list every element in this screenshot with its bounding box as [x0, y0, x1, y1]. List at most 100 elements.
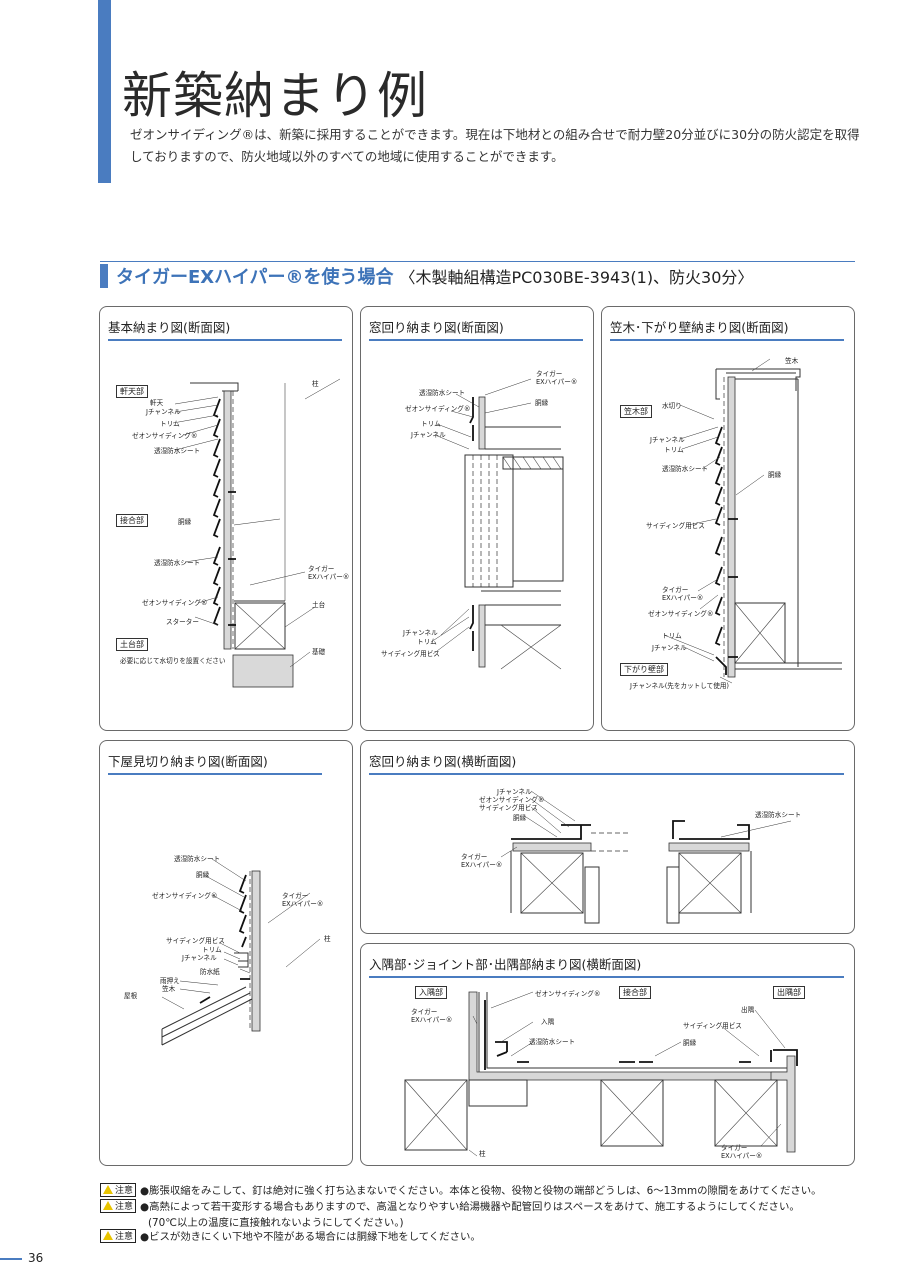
- label-mizukiri: 水切り: [662, 402, 682, 410]
- panel-corner: 入隅部･ジョイント部･出隅部納まり図(横断面図) 入隅部 接合部 出隅部 タイガ…: [360, 943, 855, 1166]
- panel-rule: [369, 339, 583, 341]
- label-zeon: ゼオンサイディング®: [535, 990, 601, 998]
- label-kasagi: 笠木: [785, 357, 799, 365]
- label-nokiten: 軒天: [150, 399, 164, 407]
- label-dodai: 土台: [312, 601, 326, 609]
- label-trim: トリム: [664, 446, 684, 454]
- shitaya-drawing: [161, 858, 321, 1046]
- label-desumi: 出隅: [741, 1006, 755, 1014]
- panel-rule: [369, 773, 844, 775]
- tag-base: 土台部: [116, 638, 148, 651]
- label-trim: トリム: [160, 420, 180, 428]
- caution-badge: 注意: [100, 1228, 137, 1243]
- label-furring: 胴縁: [683, 1039, 697, 1047]
- label-zeon2: ゼオンサイディング®: [142, 599, 208, 607]
- page-number: 36: [28, 1251, 44, 1265]
- label-jchannel-cut: Jチャンネル(先をカットして使用): [630, 682, 730, 690]
- panel-rule: [610, 339, 844, 341]
- note-1: 注意 ●膨張収縮をみこして、釘は絶対に強く打ち込まないでください。本体と役物、役…: [100, 1182, 822, 1197]
- warning-icon: [103, 1185, 113, 1194]
- label-tiger: タイガー EXハイパー®: [308, 565, 350, 581]
- label-roof: 屋根: [124, 992, 138, 1000]
- tag-joint: 接合部: [619, 986, 651, 999]
- caution-badge: 注意: [100, 1198, 137, 1213]
- panel-title: 下屋見切り納まり図(断面図): [108, 754, 268, 769]
- label-trim2: トリム: [417, 638, 437, 646]
- label-furring: 胴縁: [513, 814, 527, 822]
- label-bousui: 防水紙: [200, 968, 220, 976]
- panel-title: 基本納まり図(断面図): [108, 320, 231, 335]
- label-pillar: 柱: [479, 1150, 486, 1158]
- tag-kasagi: 笠木部: [620, 405, 652, 418]
- label-screw: サイディング用ビス: [381, 650, 440, 658]
- corner-drawing: [404, 991, 798, 1157]
- panel-rule: [108, 339, 342, 341]
- page-number-line: [0, 1258, 22, 1260]
- panel-shitaya: 下屋見切り納まり図(断面図) 透湿防水シート 胴縁 ゼオンサイディング® タイガ…: [99, 740, 353, 1166]
- note-2: 注意 ●高熱によって若干変形する場合もありますので、高温となりやすい給湯機器や配…: [100, 1198, 800, 1213]
- accent-bar: [98, 0, 111, 183]
- label-tiger: タイガー EXハイパー®: [662, 586, 704, 602]
- heading-mark: [100, 264, 108, 288]
- panel-window-section: 窓回り納まり図(断面図) タイガー EXハイパー® 透湿防水シート 胴縁 ゼオン…: [360, 306, 594, 731]
- label-trim: トリム: [202, 946, 222, 954]
- warning-icon: [103, 1201, 113, 1210]
- label-trim: トリム: [421, 420, 441, 428]
- label-irisumi: 入隅: [541, 1018, 555, 1026]
- panel-rule: [369, 976, 844, 978]
- label-jchannel: Jチャンネル: [411, 431, 446, 439]
- tag-inner: 入隅部: [415, 986, 447, 999]
- note-4: 注意 ●ビスが効きにくい下地や不陸がある場合には胴縁下地をしてください。: [100, 1228, 481, 1243]
- note-text: (70℃以上の温度に直接触れないようにしてください。): [148, 1217, 404, 1229]
- label-jchannel2: Jチャンネル: [403, 629, 438, 637]
- panel-rule: [108, 773, 322, 775]
- heading-rest: 〈木製軸組構造PC030BE-3943(1)、防火30分〉: [399, 268, 754, 287]
- section-heading: タイガーEXハイパー®を使う場合 〈木製軸組構造PC030BE-3943(1)、…: [100, 263, 753, 289]
- label-tiger2: タイガー EXハイパー®: [721, 1144, 763, 1160]
- label-tiger: タイガー EXハイパー®: [536, 370, 578, 386]
- heading-blue: タイガーEXハイパー®を使う場合: [116, 267, 394, 288]
- label-zeon: ゼオンサイディング®: [152, 892, 218, 900]
- label-screw: サイディング用ビス: [683, 1022, 742, 1030]
- window-section-drawing: [430, 378, 564, 670]
- label-jchannel2: Jチャンネル: [652, 644, 687, 652]
- label-screw: サイディング用ビス: [646, 522, 705, 530]
- label-sheet: 透湿防水シート: [419, 389, 466, 397]
- label-pillar: 柱: [324, 935, 331, 943]
- tag-joint: 接合部: [116, 514, 148, 527]
- label-zeon: ゼオンサイディング®: [405, 405, 471, 413]
- label-sheet: 透湿防水シート: [529, 1038, 576, 1046]
- window-plan-drawing: [500, 790, 792, 924]
- label-sheet: 透湿防水シート: [154, 447, 201, 455]
- note-text: ●ビスが効きにくい下地や不陸がある場合には胴縁下地をしてください。: [140, 1231, 481, 1243]
- label-furring: 胴縁: [535, 399, 549, 407]
- tag-eaves: 軒天部: [116, 385, 148, 398]
- label-kasagi: 笠木: [162, 985, 176, 993]
- label-jchannel: Jチャンネル: [650, 436, 685, 444]
- label-note: 必要に応じて水切りを設置ください: [120, 657, 226, 665]
- label-jchannel: Jチャンネル: [497, 788, 532, 796]
- label-furring: 胴縁: [768, 471, 782, 479]
- label-tiger: タイガー EXハイパー®: [411, 1008, 453, 1024]
- panel-kasagi: 笠木･下がり壁納まり図(断面図) 笠木 笠木部 水切り Jチャンネル トリム 透…: [601, 306, 855, 731]
- label-jchannel: Jチャンネル: [146, 408, 181, 416]
- label-furring: 胴縁: [196, 871, 210, 879]
- label-sheet: 透湿防水シート: [755, 811, 802, 819]
- label-zeon: ゼオンサイディング®: [648, 610, 714, 618]
- note-text: ●高熱によって若干変形する場合もありますので、高温となりやすい給湯機器や配管回り…: [140, 1201, 800, 1213]
- intro-text: ゼオンサイディング®は、新築に採用することができます。現在は下地材との組み合せで…: [130, 127, 860, 164]
- panel-title: 笠木･下がり壁納まり図(断面図): [610, 320, 789, 335]
- panel-title: 入隅部･ジョイント部･出隅部納まり図(横断面図): [369, 957, 642, 972]
- label-trim2: トリム: [662, 632, 682, 640]
- label-amaosae: 雨押え: [160, 977, 180, 985]
- tag-outer: 出隅部: [773, 986, 805, 999]
- label-sheet2: 透湿防水シート: [154, 559, 201, 567]
- label-foundation: 基礎: [312, 648, 326, 656]
- note-text: ●膨張収縮をみこして、釘は絶対に強く打ち込まないでください。本体と役物、役物と役…: [140, 1185, 822, 1197]
- label-tiger: タイガー EXハイパー®: [461, 853, 503, 869]
- label-jchannel: Jチャンネル: [182, 954, 217, 962]
- label-zeon: ゼオンサイディング®: [479, 796, 545, 804]
- label-sheet: 透湿防水シート: [662, 465, 709, 473]
- page-title: 新築納まり例: [122, 67, 428, 125]
- tag-sagari: 下がり壁部: [620, 663, 668, 676]
